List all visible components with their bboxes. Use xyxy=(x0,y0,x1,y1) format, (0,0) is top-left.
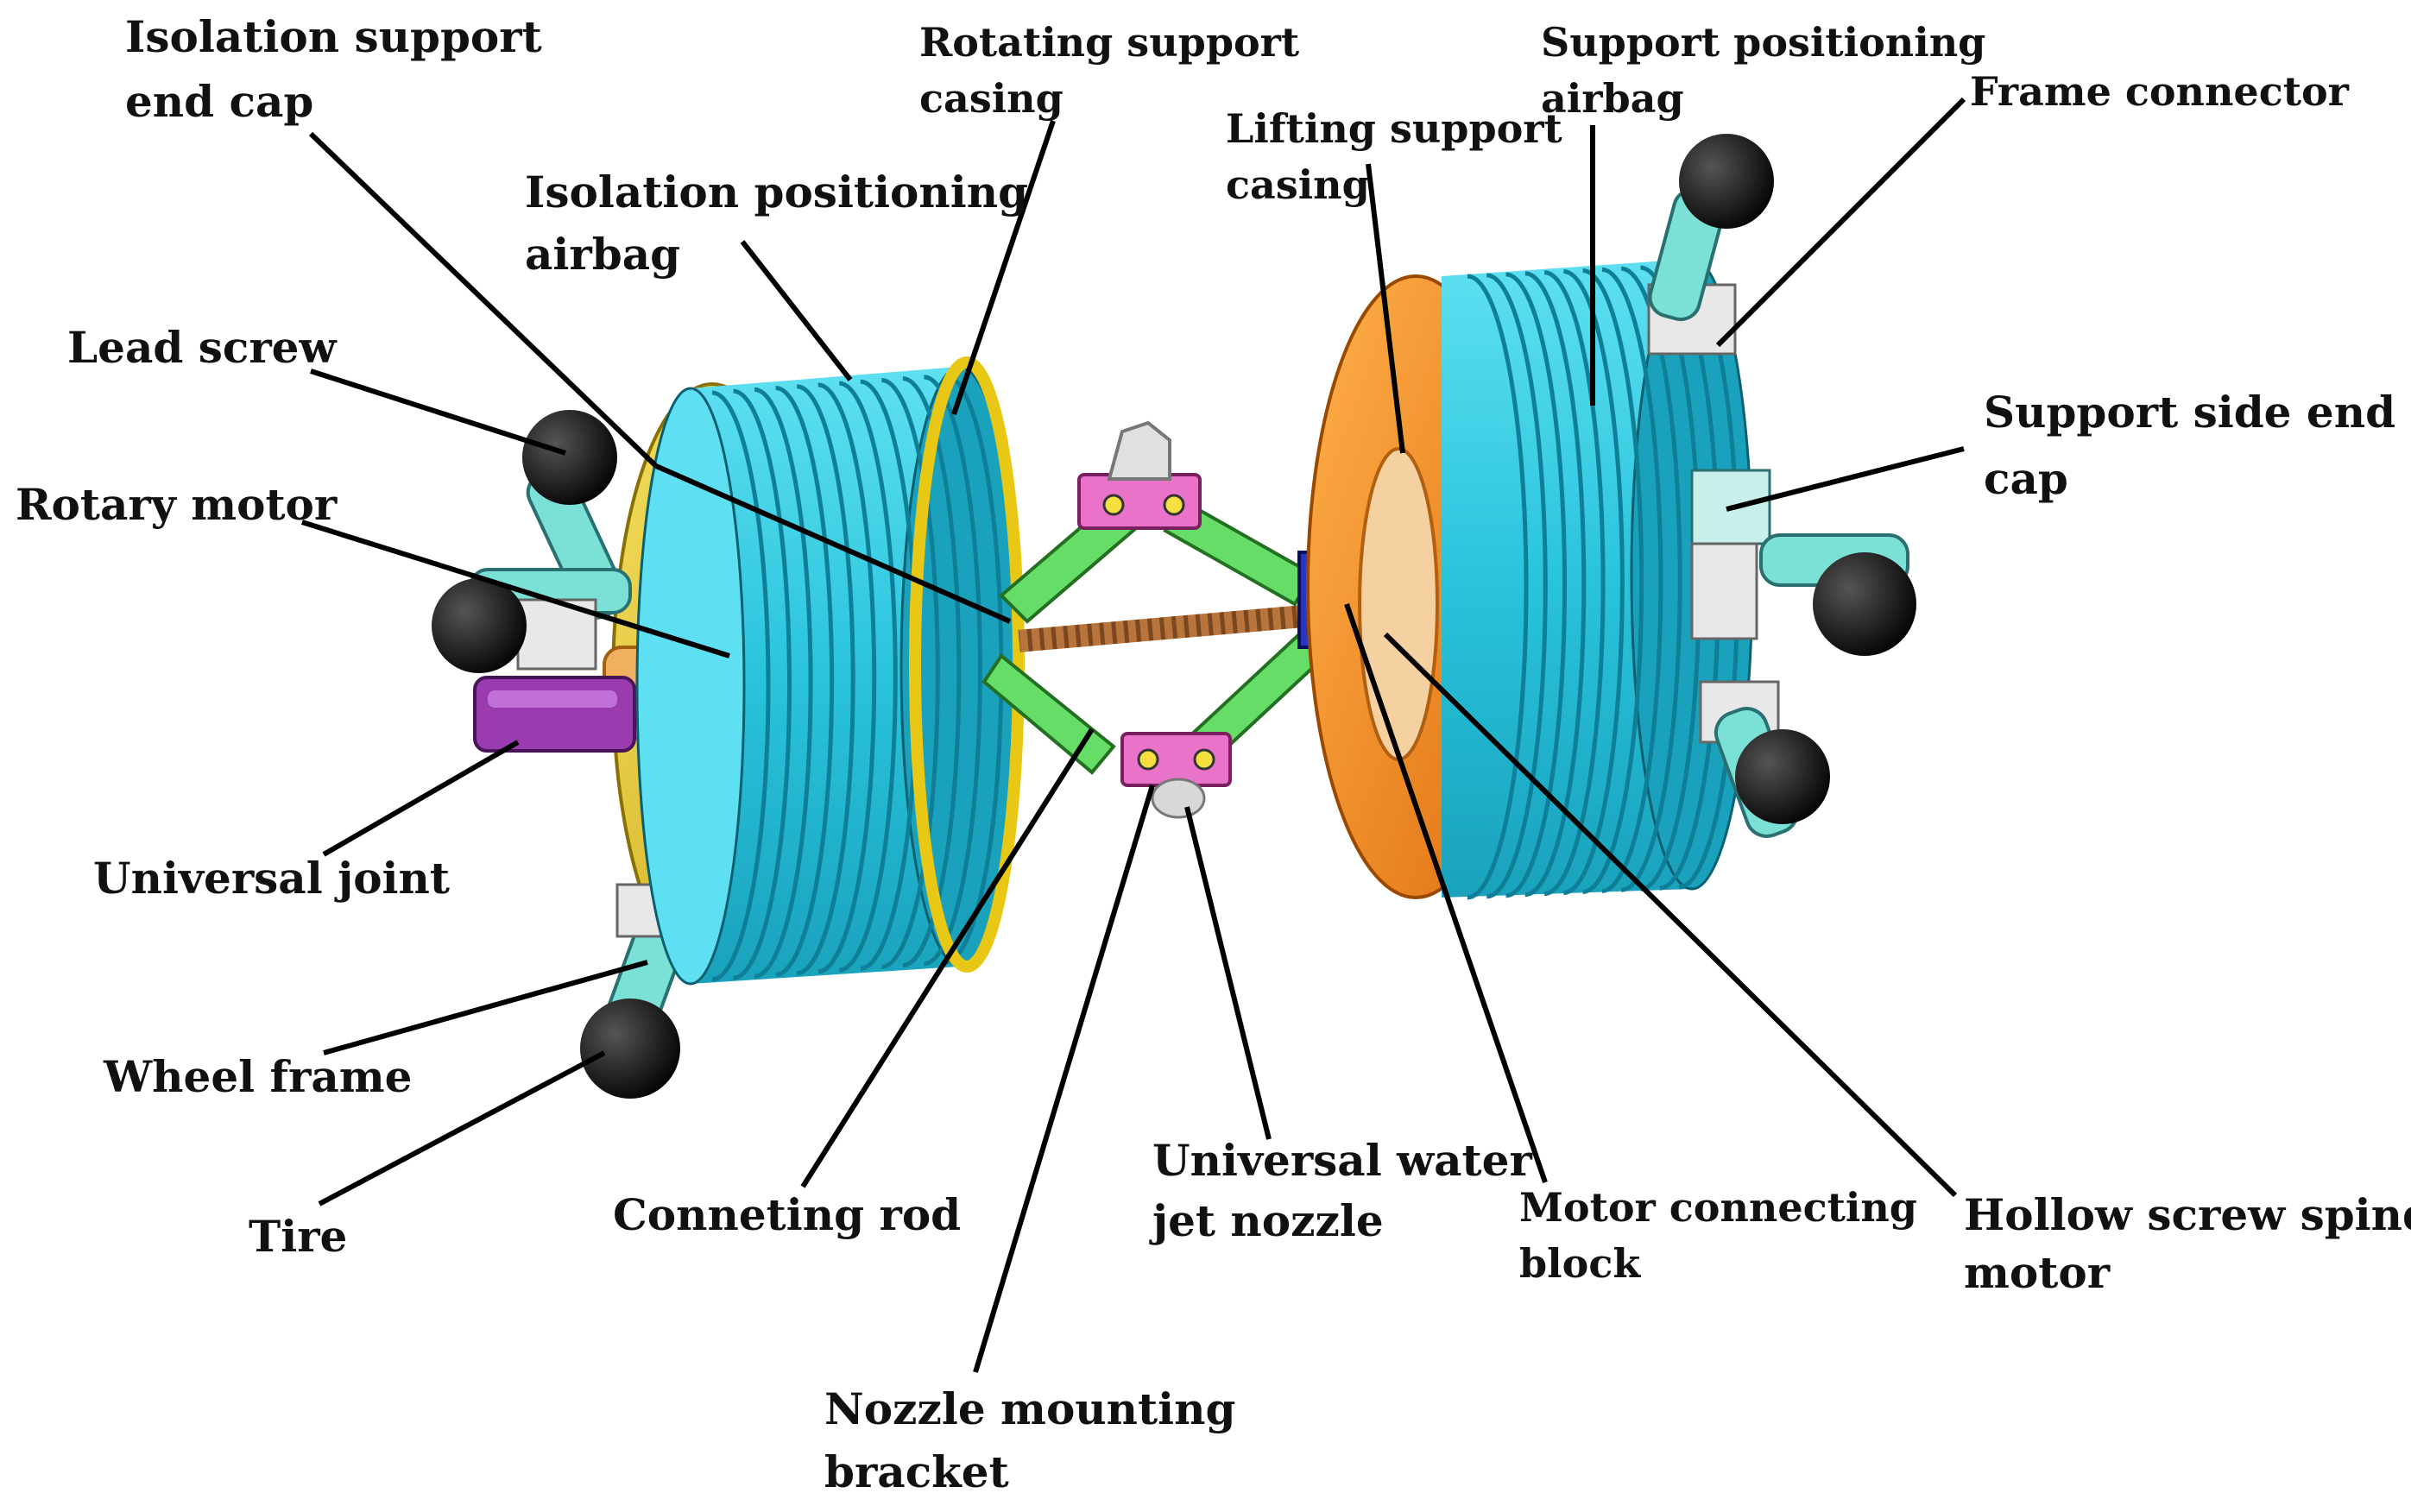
tire-right-mid xyxy=(1813,552,1916,656)
airbag-groove xyxy=(1467,274,1529,900)
leader-frame-connector xyxy=(1715,97,1966,348)
label-isolation-positioning-airbag: Isolation positioning airbag xyxy=(525,167,1043,280)
leader-lifting-support-casing xyxy=(1366,163,1405,454)
labels: Isolation support end cap Rotating suppo… xyxy=(16,11,2411,1497)
leader-isolation-support-end-cap xyxy=(308,131,659,469)
leader-hollow-screw-spindle-motor xyxy=(1383,632,1958,1198)
tire-right-bottom xyxy=(1735,729,1830,824)
airbag-groove xyxy=(902,376,962,968)
support-side-end-cap xyxy=(1690,469,1771,640)
label-support-positioning-airbag: Support positioning airbag xyxy=(1541,19,1999,122)
leader-support-side-end-cap xyxy=(1726,446,1965,512)
leader-wheel-frame xyxy=(323,960,648,1055)
rotating-support-casing xyxy=(909,356,1025,973)
label-wheel-frame: Wheel frame xyxy=(103,1051,413,1102)
airbag-groove xyxy=(924,375,982,967)
airbag-groove xyxy=(1505,272,1568,898)
airbag-groove xyxy=(1524,271,1587,898)
leader-isolation-support-end-cap-2 xyxy=(654,463,1012,624)
label-tire: Tire xyxy=(249,1211,347,1262)
left-module xyxy=(432,356,1025,1099)
leader-isolation-positioning-airbag xyxy=(740,240,853,381)
leader-lead-screw xyxy=(310,369,566,456)
label-universal-joint: Universal joint xyxy=(93,853,450,904)
leader-universal-joint xyxy=(322,740,520,857)
tire-left-bottom xyxy=(580,999,680,1099)
label-universal-water-jet-nozzle: Universal water jet nozzle xyxy=(1149,1135,1547,1246)
airbag-groove xyxy=(1486,273,1548,899)
label-rotating-support-casing: Rotating support casing xyxy=(919,19,1313,122)
label-rotary-motor: Rotary motor xyxy=(16,479,338,530)
airbag-groove xyxy=(733,388,792,980)
airbag-groove xyxy=(754,387,813,979)
isolation-positioning-airbag xyxy=(635,365,1020,986)
leader-universal-water-jet-nozzle xyxy=(1184,806,1272,1140)
leader-lines xyxy=(301,97,1966,1373)
label-nozzle-mounting-bracket: Nozzle mounting bracket xyxy=(824,1383,1251,1497)
airbag-groove xyxy=(1601,267,1663,893)
leader-rotating-support-casing xyxy=(951,120,1056,415)
right-module xyxy=(1306,134,1916,900)
tire-left-mid xyxy=(432,578,527,673)
label-frame-connector: Frame connector xyxy=(1970,68,2350,115)
label-lead-screw: Lead screw xyxy=(67,322,338,373)
airbag-groove xyxy=(817,382,877,974)
leader-tire xyxy=(318,1050,606,1206)
universal-water-jet-nozzle-bottom xyxy=(1151,778,1206,819)
label-isolation-support-end-cap: Isolation support end cap xyxy=(125,11,557,127)
universal-water-jet-nozzle-top xyxy=(1107,420,1171,481)
airbag-groove xyxy=(711,390,771,982)
label-support-side-end-cap: Support side end cap xyxy=(1984,387,2410,504)
label-conneting-rod: Conneting rod xyxy=(613,1189,961,1240)
tire-right-top xyxy=(1679,134,1774,229)
airbag-groove xyxy=(797,384,855,976)
lead-screw-shaft xyxy=(1018,604,1313,652)
label-hollow-screw-spindle-motor: Hollow screw spindle motor xyxy=(1964,1189,2411,1298)
leader-nozzle-mounting-bracket xyxy=(973,784,1155,1373)
airbag-groove xyxy=(881,377,940,969)
tire-left-top xyxy=(522,410,617,505)
airbag-groove xyxy=(1543,270,1606,897)
leader-conneting-rod xyxy=(800,728,1095,1188)
airbag-groove xyxy=(839,381,898,973)
label-lifting-support-casing: Lifting support casing xyxy=(1226,105,1576,208)
universal-joint-shaft xyxy=(473,676,636,753)
leader-rotary-motor xyxy=(301,520,730,658)
label-motor-connecting-block: Motor connecting block xyxy=(1519,1184,1931,1287)
leader-motor-connecting-block xyxy=(1344,603,1548,1183)
airbag-groove xyxy=(775,386,835,978)
